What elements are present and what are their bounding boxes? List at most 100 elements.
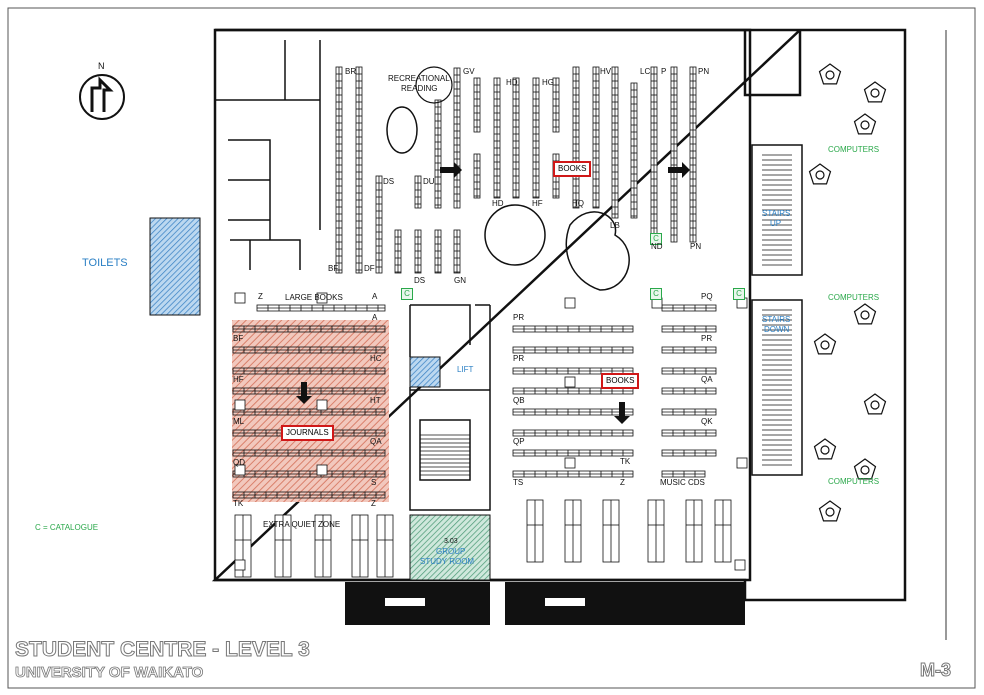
journals-highlight: JOURNALS: [281, 425, 334, 441]
shelf-label: PR: [513, 354, 525, 363]
shelf-label: DF: [364, 264, 375, 273]
catalogue-marker: C: [650, 288, 662, 300]
pillar: [316, 464, 328, 476]
computer-pod: [853, 303, 877, 325]
computer-pod: [853, 458, 877, 480]
direction-arrow: [614, 402, 630, 424]
shelf-label: Z: [620, 478, 625, 487]
books-highlight-bottom: BOOKS: [601, 373, 640, 389]
shelf-label: Z: [258, 292, 263, 301]
shelf-label: QA: [701, 375, 713, 384]
shelf-label: BF: [233, 334, 244, 343]
shelf-label: HC: [370, 354, 382, 363]
map-subtitle: UNIVERSITY OF WAIKATO: [15, 664, 204, 682]
pillar: [234, 464, 246, 476]
shelf-label: PR: [513, 313, 525, 322]
shelf-label: A: [372, 292, 378, 301]
shelf-label: DU: [423, 177, 435, 186]
shelf-label: QB: [513, 396, 525, 405]
pillar: [234, 399, 246, 411]
shelf-label: QD: [233, 458, 245, 467]
map-code: M-3: [920, 660, 952, 681]
computer-pod: [863, 393, 887, 415]
shelf-label: Z: [371, 499, 376, 508]
shelf-label: HQ: [572, 199, 584, 208]
direction-arrow: [296, 382, 312, 404]
computer-pod: [813, 333, 837, 355]
toilets-label: TOILETS: [82, 257, 128, 269]
computers-label: COMPUTERS: [828, 293, 880, 302]
shelf-label: HD: [492, 199, 504, 208]
shelf-label: GN: [454, 276, 466, 285]
stairs-down-sub: DOWN: [764, 325, 790, 334]
pillar: [564, 457, 576, 469]
quiet-zone-label: EXTRA QUIET ZONE: [263, 520, 341, 529]
shelf-label: HD: [506, 78, 518, 87]
computer-pod: [853, 113, 877, 135]
recreational-label: RECREATIONAL: [388, 74, 450, 83]
books-highlight-top: BOOKS: [553, 161, 592, 177]
shelf-label: HF: [532, 199, 543, 208]
catalogue-marker: C: [733, 288, 745, 300]
computers-label: COMPUTERS: [828, 145, 880, 154]
round-feature: [484, 204, 546, 266]
pillar: [736, 457, 748, 469]
computers-label: COMPUTERS: [828, 477, 880, 486]
computer-pod: [808, 163, 832, 185]
catalogue-legend: C = CATALOGUE: [35, 523, 99, 532]
shelf-label: HT: [370, 396, 381, 405]
group-study-room-area: [409, 514, 491, 581]
shelf-label: PR: [701, 334, 713, 343]
stairs-down-label: STAIRS: [762, 315, 791, 324]
shelf-label: PQ: [701, 292, 713, 301]
shelf-label: S: [371, 478, 377, 487]
stairs-up-label: STAIRS: [762, 209, 791, 218]
north-label: N: [98, 61, 105, 71]
music-cds-label: MUSIC CDS: [660, 478, 705, 487]
shelf-label: TK: [620, 457, 631, 466]
lift-area: [409, 356, 441, 388]
shelf-label: HF: [233, 375, 244, 384]
blob-feature: [565, 211, 630, 291]
toilets-area: [149, 217, 201, 316]
shelf-label: P: [661, 67, 667, 76]
north-arrow-icon: [79, 74, 125, 120]
pillar: [316, 292, 328, 304]
shelf-label: HV: [600, 67, 612, 76]
computer-pod: [813, 438, 837, 460]
shelf-label: QK: [701, 417, 713, 426]
group-label: GROUP: [436, 547, 466, 556]
shelf-label: TK: [233, 499, 244, 508]
shelf-label: LB: [610, 221, 620, 230]
direction-arrow: [668, 162, 690, 178]
shelf-label: A: [372, 313, 378, 322]
computer-pod: [863, 81, 887, 103]
computer-pod: [818, 500, 842, 522]
shelf-label: DS: [414, 276, 426, 285]
shelf-label: ND: [651, 242, 663, 251]
large-books-label: LARGE BOOKS: [285, 293, 343, 302]
pillar: [734, 559, 746, 571]
stairs-up-sub: UP: [770, 219, 782, 228]
pillar: [316, 399, 328, 411]
computer-pod: [818, 63, 842, 85]
catalogue-marker: C: [401, 288, 413, 300]
shelf-label: ML: [233, 417, 245, 426]
shelf-label: QP: [513, 437, 525, 446]
study-room-label: STUDY ROOM: [420, 557, 475, 566]
shelf-label: PN: [698, 67, 710, 76]
pillar: [234, 292, 246, 304]
bottom-wall-block: [505, 582, 745, 625]
direction-arrow: [440, 162, 462, 178]
shelf-label: QA: [370, 437, 382, 446]
pillar: [234, 559, 246, 571]
page-frame: [7, 7, 976, 689]
room-number: 3.03: [444, 538, 458, 545]
catalogue-marker: C: [650, 233, 662, 245]
shelf-label: GV: [463, 67, 475, 76]
reading-label: READING: [401, 84, 438, 93]
shelf-label: PN: [690, 242, 702, 251]
shelf-label: LC: [640, 67, 651, 76]
